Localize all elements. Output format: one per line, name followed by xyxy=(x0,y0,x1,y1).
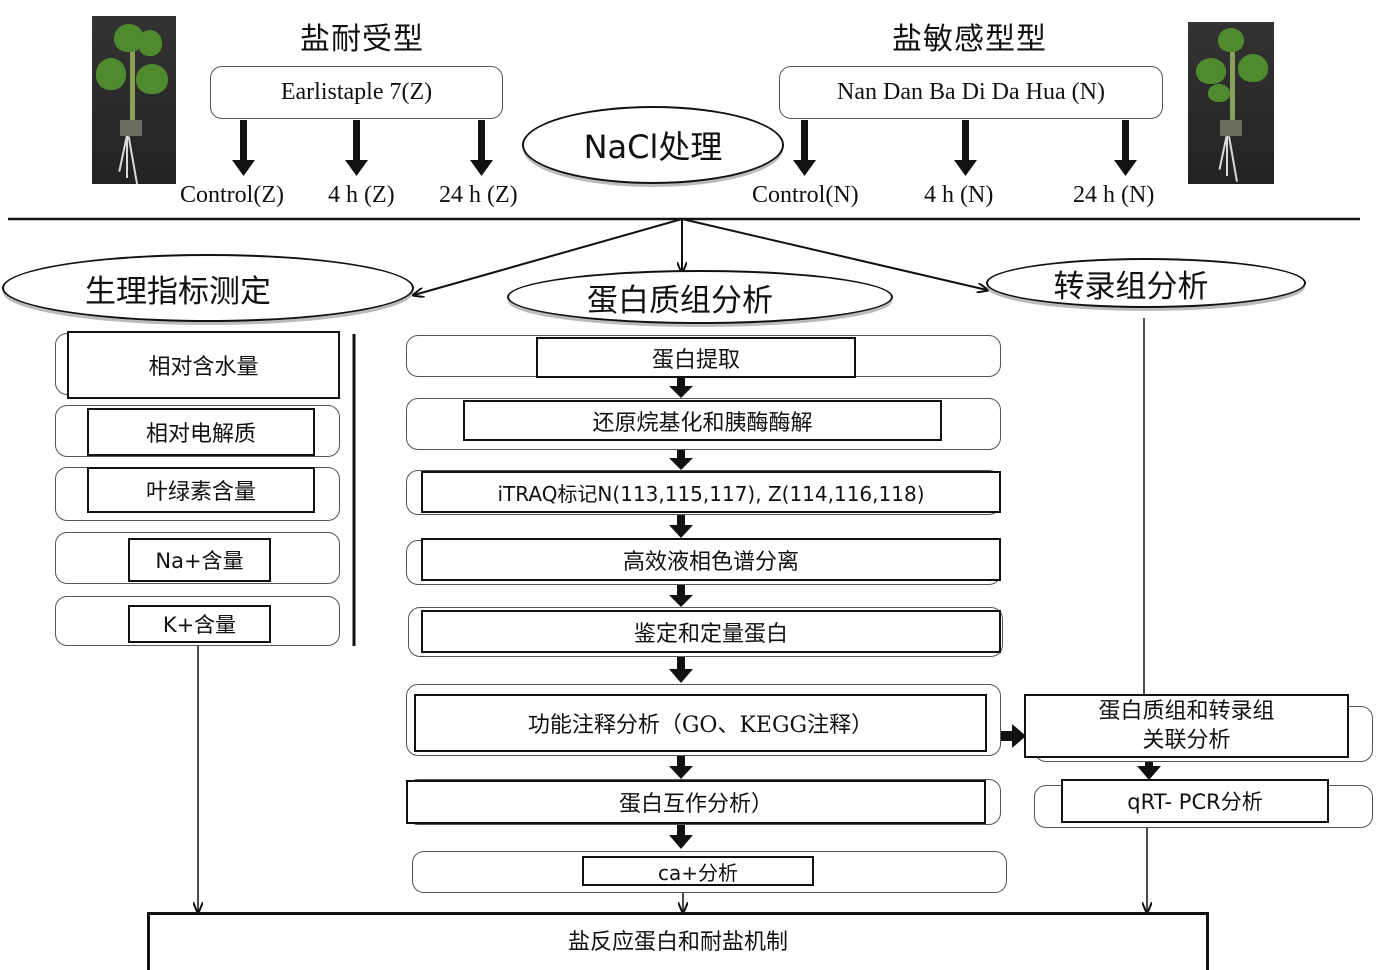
proteome-step-box: 高效液相色谱分离 xyxy=(421,538,1001,581)
proteome-step-label: 还原烷基化和胰酶酶解 xyxy=(592,410,813,436)
conclusion-box: 盐反应蛋白和耐盐机制 xyxy=(147,912,1209,970)
sample-label-24h-z: 24 h (Z) xyxy=(439,182,518,208)
integration-label: 蛋白质组和转录组 关联分析 xyxy=(1098,699,1275,753)
proteome-step-box: 蛋白互作分析） xyxy=(406,780,986,824)
sample-label-control-n: Control(N) xyxy=(752,182,859,208)
tolerant-cultivar-label: Earlistaple 7(Z) xyxy=(280,79,433,105)
tolerant-plant-photo xyxy=(92,16,176,184)
sample-label-control-z: Control(Z) xyxy=(180,182,284,208)
physiology-item-box: K+含量 xyxy=(128,605,271,643)
transcriptome-branch-title: 转录组分析 xyxy=(1053,268,1209,305)
sample-label-4h-n: 4 h (N) xyxy=(924,182,994,208)
physiology-item-label: 相对含水量 xyxy=(148,355,259,380)
physiology-item-label: K+含量 xyxy=(162,613,237,637)
proteome-step-label: iTRAQ标记N(113,115,117), Z(114,116,118) xyxy=(497,481,925,506)
qrt-pcr-label: qRT- PCR分析 xyxy=(1127,790,1263,814)
conclusion-label: 盐反应蛋白和耐盐机制 xyxy=(567,929,788,955)
physiology-item-box: 相对含水量 xyxy=(67,331,340,399)
physiology-item-label: 叶绿素含量 xyxy=(145,480,256,505)
proteome-step-box: 功能注释分析（GO、KEGG注释） xyxy=(414,694,987,752)
physiology-branch-title: 生理指标测定 xyxy=(85,273,271,310)
proteome-to-integration-arrow xyxy=(1000,724,1026,748)
transcriptome-branch-ellipse: 转录组分析 xyxy=(986,258,1306,308)
proteome-step-label: 蛋白提取 xyxy=(651,347,740,373)
nacl-treatment-label: NaCl处理 xyxy=(583,128,723,166)
proteome-step-label: 蛋白互作分析） xyxy=(618,792,773,817)
proteome-step-label: 高效液相色谱分离 xyxy=(622,549,799,575)
proteome-step-arrows xyxy=(669,378,693,849)
branch-arrow-transcriptome xyxy=(681,218,987,290)
proteome-step-box: 鉴定和定量蛋白 xyxy=(421,610,1001,653)
qrt-pcr-box: qRT- PCR分析 xyxy=(1061,779,1329,823)
sensitive-plant-photo xyxy=(1188,22,1274,184)
physiology-branch-ellipse: 生理指标测定 xyxy=(2,254,414,322)
proteome-step-box: iTRAQ标记N(113,115,117), Z(114,116,118) xyxy=(421,471,1001,513)
physiology-item-label: 相对电解质 xyxy=(145,422,256,447)
integration-to-qrt-arrow xyxy=(1137,758,1161,780)
proteome-step-label: 功能注释分析（GO、KEGG注释） xyxy=(527,713,874,738)
proteome-branch-title: 蛋白质组分析 xyxy=(587,282,773,319)
integration-box: 蛋白质组和转录组 关联分析 xyxy=(1024,694,1349,758)
sample-arrows-sensitive xyxy=(793,120,1137,176)
sensitive-cultivar-label: Nan Dan Ba Di Da Hua (N) xyxy=(837,79,1105,105)
sample-arrows-tolerant xyxy=(232,120,493,176)
proteome-step-box: 蛋白提取 xyxy=(536,337,856,378)
branch-arrow-physiology xyxy=(414,218,683,295)
proteome-step-box: ca+分析 xyxy=(582,856,814,886)
proteome-step-box: 还原烷基化和胰酶酶解 xyxy=(463,400,942,441)
physiology-item-box: Na+含量 xyxy=(128,538,271,582)
proteome-branch-ellipse: 蛋白质组分析 xyxy=(507,270,893,324)
physiology-item-box: 相对电解质 xyxy=(87,408,315,456)
physiology-item-box: 叶绿素含量 xyxy=(87,467,315,513)
physiology-item-label: Na+含量 xyxy=(155,549,244,573)
sensitive-group-title: 盐敏感型型 xyxy=(892,22,1047,57)
sensitive-cultivar-box: Nan Dan Ba Di Da Hua (N) xyxy=(779,66,1163,119)
sample-label-24h-n: 24 h (N) xyxy=(1073,182,1155,208)
tolerant-group-title: 盐耐受型 xyxy=(300,22,424,57)
proteome-step-label: ca+分析 xyxy=(657,860,738,885)
nacl-treatment-ellipse: NaCl处理 xyxy=(522,106,784,184)
tolerant-cultivar-box: Earlistaple 7(Z) xyxy=(210,66,503,119)
sample-label-4h-z: 4 h (Z) xyxy=(328,182,395,208)
proteome-step-label: 鉴定和定量蛋白 xyxy=(633,621,788,647)
